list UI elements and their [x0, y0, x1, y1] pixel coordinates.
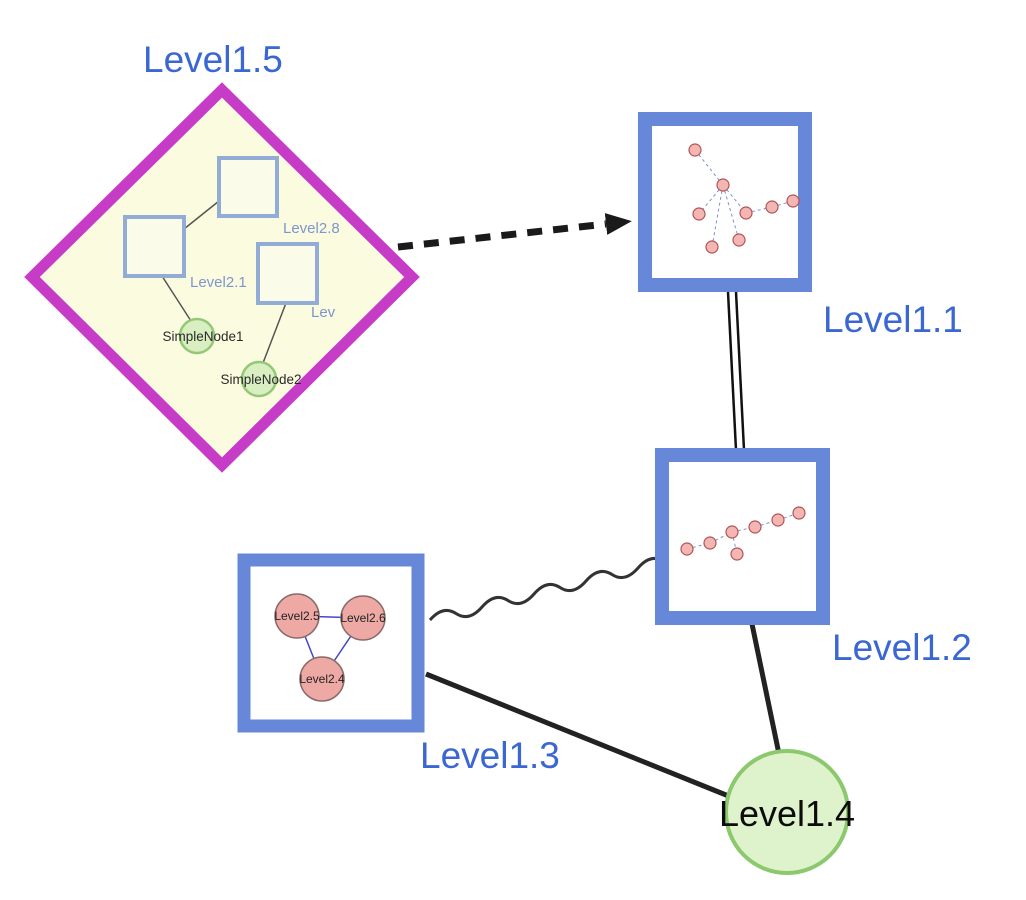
edge-level28-level21 — [183, 200, 220, 230]
inner-node-lev[interactable] — [256, 242, 319, 305]
mini-graph-node[interactable] — [730, 547, 744, 561]
mini-graph-node[interactable] — [765, 200, 779, 214]
edge-lev-simplenode2 — [262, 302, 287, 364]
mini-graph-node[interactable] — [705, 240, 719, 254]
node-level14[interactable] — [724, 749, 850, 875]
mini-graph-node[interactable] — [688, 143, 702, 157]
mini-graph-node[interactable] — [748, 520, 762, 534]
label-level21: Level2.1 — [190, 274, 247, 291]
label-level24: Level2.4 — [299, 672, 345, 686]
mini-graph-node[interactable] — [771, 513, 785, 527]
mini-edge — [745, 206, 773, 214]
mini-graph-node[interactable] — [680, 542, 694, 556]
mini-graph-node[interactable] — [786, 194, 800, 208]
label-simplenode2: SimpleNode2 — [220, 372, 301, 387]
level11-mini-graph — [688, 143, 800, 254]
group-node-level12[interactable] — [655, 448, 830, 625]
label-level11: Level1.1 — [823, 299, 963, 340]
label-level13: Level1.3 — [420, 735, 560, 776]
level11-box[interactable] — [638, 112, 812, 292]
label-level28: Level2.8 — [283, 220, 340, 237]
inner-node-level21[interactable] — [123, 215, 186, 278]
level12-box[interactable] — [655, 448, 830, 625]
label-level25: Level2.5 — [274, 609, 320, 623]
label-lev-clipped: Lev — [311, 304, 336, 321]
group-node-level11[interactable] — [638, 112, 812, 292]
inner-node-level24[interactable] — [299, 656, 345, 702]
mini-edge — [711, 184, 724, 248]
label-level12: Level1.2 — [832, 627, 972, 668]
edge-double-line-2-level11-level12 — [734, 291, 746, 451]
level15-diamond-shape[interactable] — [24, 82, 420, 473]
level13-box[interactable] — [237, 553, 425, 733]
edge-dashed-arrow-level15-to-level11 — [397, 213, 632, 251]
mini-graph-node[interactable] — [732, 233, 746, 247]
mini-graph-node[interactable] — [725, 525, 739, 539]
inner-node-level26[interactable] — [340, 595, 386, 641]
label-level14: Level1.4 — [719, 793, 855, 834]
mini-graph-node[interactable] — [692, 207, 706, 221]
level13-inner-graph: Level2.5 Level2.6 Level2.4 — [274, 593, 386, 702]
level12-mini-graph — [680, 506, 806, 561]
inner-node-level25[interactable] — [274, 593, 320, 639]
edge-level12-level14 — [749, 623, 782, 755]
label-simplenode1: SimpleNode1 — [162, 329, 243, 344]
mini-graph-node[interactable] — [792, 506, 806, 520]
mini-graph-node[interactable] — [739, 206, 753, 220]
label-level26: Level2.6 — [340, 611, 386, 625]
mini-edge — [694, 149, 724, 186]
inner-node-simplenode2[interactable] — [240, 360, 278, 398]
edge-level13-level14 — [425, 671, 732, 800]
mini-graph-node[interactable] — [716, 178, 730, 192]
inner-node-simplenode1[interactable] — [178, 317, 216, 355]
edge-double-line-1-level11-level12 — [726, 291, 738, 451]
mini-graph-node[interactable] — [703, 536, 717, 550]
edge-level21-simplenode1 — [161, 275, 192, 322]
group-node-level15[interactable]: Level2.8 Level2.1 Lev SimpleNode1 Simple… — [24, 82, 420, 473]
inner-node-level28[interactable] — [217, 156, 279, 218]
label-level15: Level1.5 — [143, 39, 283, 80]
edge-wavy-level13-level12 — [428, 556, 665, 622]
group-node-level13[interactable]: Level2.5 Level2.6 Level2.4 — [237, 553, 425, 733]
